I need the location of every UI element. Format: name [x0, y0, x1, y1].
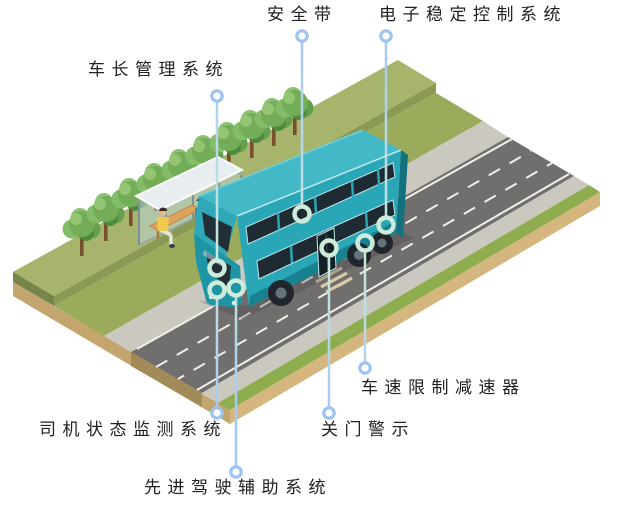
bus-roof-rim [236, 149, 402, 217]
bus-roof-far-rim [198, 129, 364, 197]
shelter-roof [133, 155, 245, 212]
callout-ring-icons [207, 204, 396, 300]
ring-driver-monitor-icon [207, 280, 227, 300]
dot-door-warning-icon [322, 406, 336, 420]
bus-upper-window-band [245, 162, 396, 245]
bus-upper-window-dividers [276, 168, 381, 230]
base-left-side-road-shadow [131, 352, 202, 407]
ring-seat-belt-icon [292, 204, 312, 224]
label-speed-limit-retarder: 车速限制减速器 [361, 378, 526, 397]
ring-door-warning-icon [319, 238, 339, 258]
bank-left-wall [13, 272, 54, 306]
ring-esc-icon [376, 215, 396, 235]
ring-retarder-icon [355, 233, 375, 253]
sitting-passenger-icon [157, 207, 175, 248]
green-strip [218, 185, 600, 410]
callout-dot-icons [210, 29, 393, 479]
ring-adas-icon [226, 278, 246, 298]
label-advanced-driver-assistance: 先进驾驶辅助系统 [144, 478, 332, 497]
near-sidewalk [202, 176, 589, 403]
label-seat-belt: 安全带 [267, 5, 338, 24]
base-right-side [230, 192, 600, 424]
bus-roof [199, 130, 401, 216]
label-door-close-warning: 关门警示 [321, 420, 415, 439]
dot-esc-icon [379, 29, 393, 43]
dot-adas-icon [229, 465, 243, 479]
dot-captain-icon [210, 89, 224, 103]
bus-rear-face [396, 150, 408, 238]
callout-lines [207, 29, 396, 479]
dot-retarder-icon [358, 361, 372, 375]
dot-seat-belt-icon [295, 29, 309, 43]
label-captain-management-system: 车长管理系统 [88, 60, 229, 79]
dot-driver-monitor-icon [210, 406, 224, 420]
label-electronic-stability-control: 电子稳定控制系统 [379, 5, 567, 24]
label-driver-status-monitoring: 司机状态监测系统 [39, 420, 227, 439]
bus-lower-window-dividers [289, 211, 369, 264]
ring-captain-icon [207, 258, 227, 278]
